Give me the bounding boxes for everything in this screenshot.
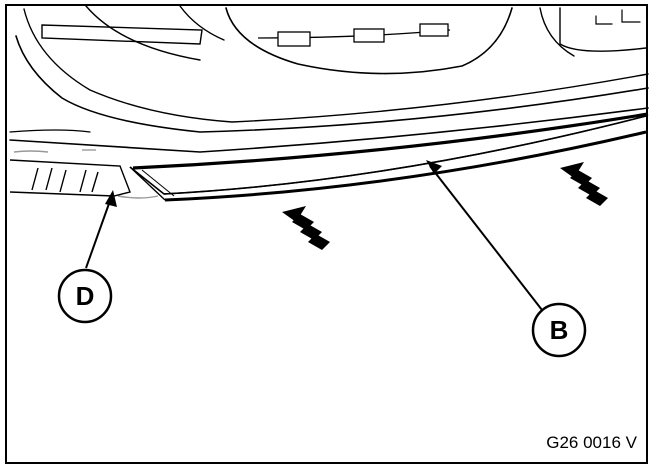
bumper-gray-accents [13, 149, 159, 199]
wire-harness [257, 23, 451, 47]
push-arrow-right [560, 162, 608, 206]
figure-border [5, 4, 648, 464]
callout-b: B [531, 302, 587, 358]
leader-line-b [426, 160, 543, 311]
push-arrow-middle [282, 206, 330, 250]
bumper-contours [9, 5, 649, 153]
figure-id: G26 0016 V [546, 433, 637, 452]
callout-b-letter: B [550, 315, 569, 345]
side-panel [9, 159, 131, 197]
callout-d-letter: D [76, 281, 95, 311]
leader-line-d [85, 190, 117, 269]
callout-d: D [57, 268, 113, 324]
trim-strip [129, 112, 649, 202]
